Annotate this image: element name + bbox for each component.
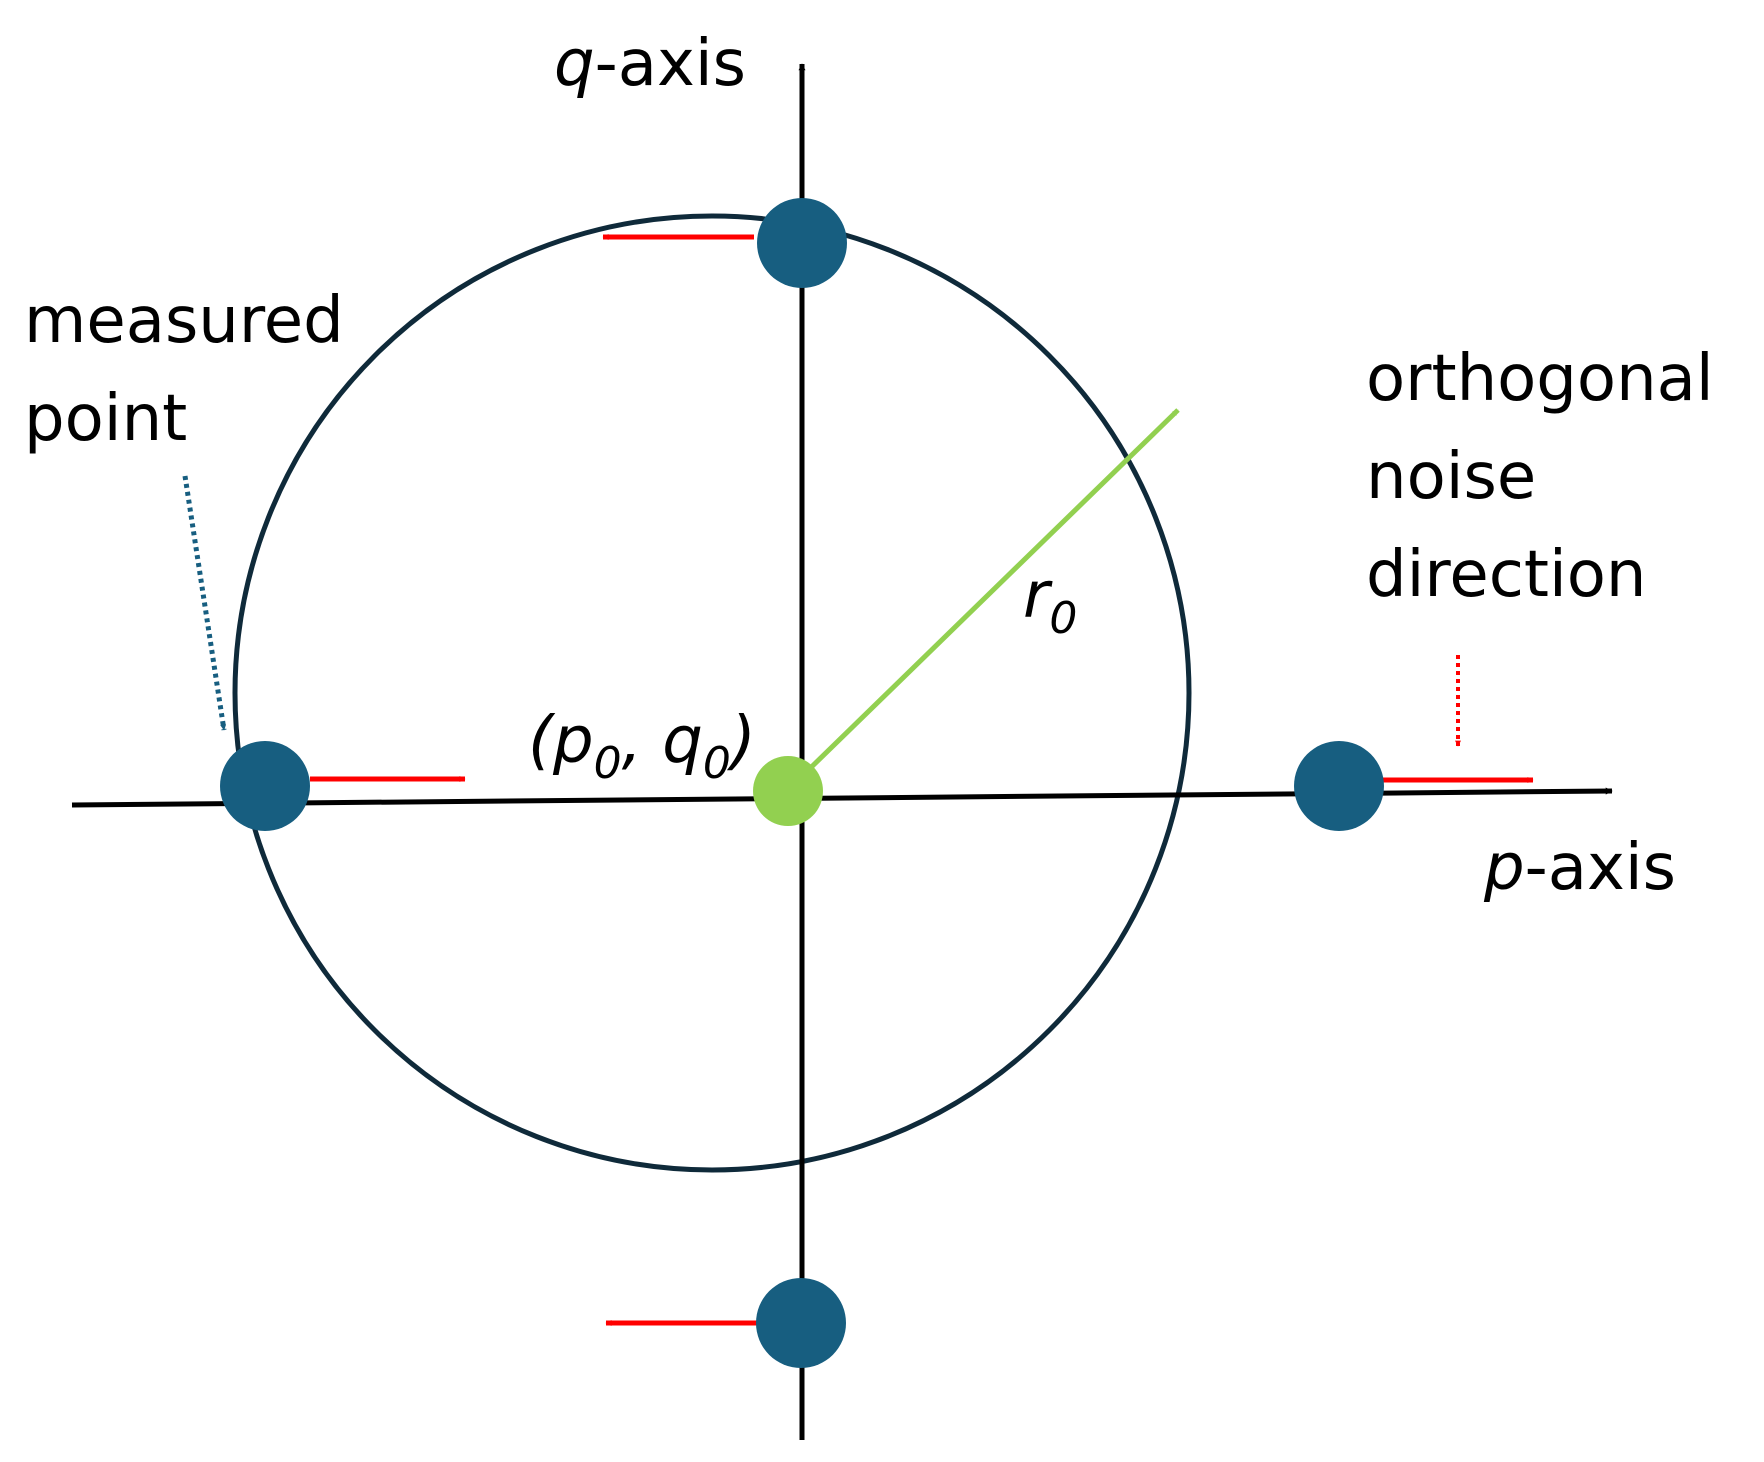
center-label-sub2: 0 [703, 738, 731, 789]
noise-label-line2: noise [1366, 440, 1536, 514]
measured-point-bottom [756, 1278, 846, 1368]
radius-subscript: 0 [1049, 593, 1077, 644]
q-axis-suffix: -axis [595, 27, 746, 101]
center-label-open: (p [528, 704, 594, 778]
p-axis-suffix: -axis [1525, 831, 1676, 905]
center-label-mid: , q [622, 704, 703, 778]
radius-circle [232, 213, 1192, 1173]
noise-label-line3: direction [1366, 538, 1646, 612]
p-axis-variable: p [1483, 831, 1525, 905]
radius-arrow [793, 408, 1180, 785]
q-axis-variable: q [554, 27, 595, 101]
center-label: (p0, q0) [528, 704, 756, 789]
measured-point-right [1294, 741, 1384, 831]
center-label-close: ) [727, 704, 756, 778]
p-axis-label: p-axis [1483, 831, 1676, 905]
center-label-sub1: 0 [594, 738, 622, 789]
measured-point-pointer [182, 475, 227, 731]
measured-point-left [220, 741, 310, 831]
center-point [753, 756, 823, 826]
measured-point-label-line2: point [24, 382, 187, 456]
q-axis-label: q-axis [554, 27, 746, 101]
measured-point-label-line1: measured [24, 284, 344, 358]
noise-label-line1: orthogonal [1366, 342, 1714, 416]
radius-variable: r [1023, 559, 1053, 633]
radius-label: r0 [1023, 559, 1077, 644]
measured-point-top [757, 198, 847, 288]
